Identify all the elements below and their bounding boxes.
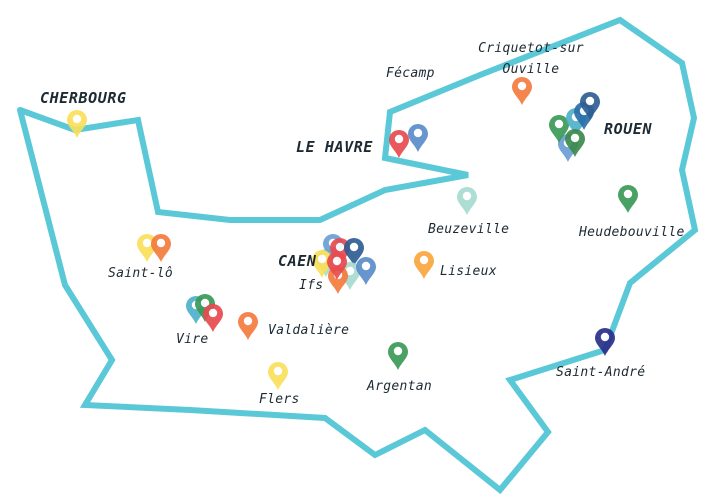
city-label-caen: CAEN bbox=[278, 252, 317, 270]
city-label-argentan: Argentan bbox=[367, 379, 433, 394]
map-pin-icon[interactable] bbox=[388, 342, 408, 370]
map-pin-icon[interactable] bbox=[389, 130, 409, 158]
map-pin-icon[interactable] bbox=[356, 257, 376, 285]
city-label-heudebouville: Heudebouville bbox=[579, 225, 685, 240]
city-label-flers: Flers bbox=[259, 392, 300, 407]
map-pin-icon[interactable] bbox=[565, 129, 585, 157]
city-label-lisieux: Lisieux bbox=[440, 264, 497, 279]
region-outline bbox=[17, 16, 699, 495]
map-pin-icon[interactable] bbox=[312, 250, 332, 278]
map-pin-icon[interactable] bbox=[595, 328, 615, 356]
city-label-saint-andre: Saint-André bbox=[556, 365, 646, 380]
map-pin-icon[interactable] bbox=[618, 185, 638, 213]
map-pin-icon[interactable] bbox=[408, 124, 428, 152]
map-pin-icon[interactable] bbox=[151, 234, 171, 262]
map-pin-icon[interactable] bbox=[327, 252, 347, 280]
map-pin-icon[interactable] bbox=[238, 312, 258, 340]
map-pin-icon[interactable] bbox=[344, 238, 364, 266]
city-label-rouen: ROUEN bbox=[604, 120, 653, 138]
marker-layer bbox=[66, 77, 638, 390]
city-label-ifs: Ifs bbox=[299, 278, 324, 293]
map-pin-icon[interactable] bbox=[414, 251, 434, 279]
city-label-criquetot: Criquetot-sur Ouville bbox=[478, 41, 584, 77]
map-pin-icon[interactable] bbox=[203, 304, 223, 332]
map-pin-icon[interactable] bbox=[268, 362, 288, 390]
city-label-le-havre: LE HAVRE bbox=[296, 138, 374, 156]
city-label-cherbourg: CHERBOURG bbox=[40, 89, 127, 107]
city-label-fecamp: Fécamp bbox=[386, 66, 435, 81]
map-pin-icon[interactable] bbox=[580, 92, 600, 120]
city-label-vire: Vire bbox=[176, 332, 209, 347]
map-pin-icon[interactable] bbox=[549, 115, 569, 143]
city-label-valdaliere: Valdalière bbox=[268, 323, 350, 338]
map-pin-icon[interactable] bbox=[457, 187, 477, 215]
city-label-saint-lo: Saint-lô bbox=[108, 266, 174, 281]
city-label-beuzeville: Beuzeville bbox=[428, 222, 510, 237]
map-pin-icon[interactable] bbox=[512, 77, 532, 105]
map-pin-icon[interactable] bbox=[66, 109, 88, 138]
